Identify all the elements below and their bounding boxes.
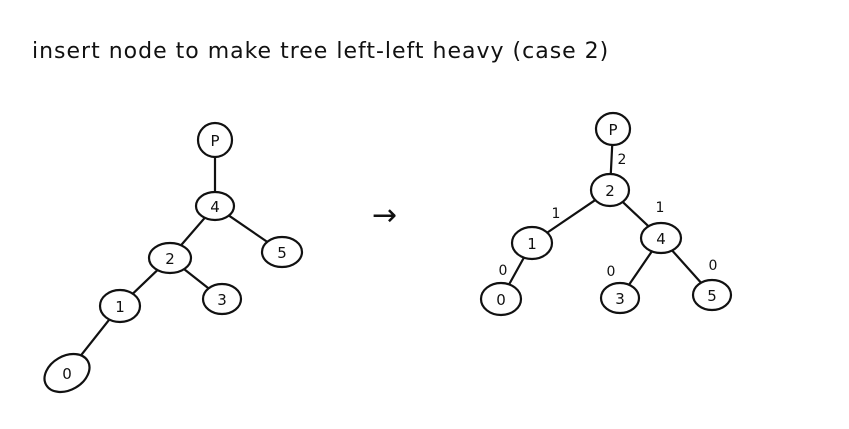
node-circle [194,190,236,222]
edge-label: 0 [499,263,508,279]
tree-node-p: P [594,111,632,147]
node-label: 4 [210,198,220,216]
transform-arrow: → [372,198,397,233]
node-circle [594,111,632,147]
node-label: 2 [165,250,175,268]
node-label: 5 [277,244,287,262]
after-edge-a1-a0 [507,256,526,286]
tree-node-5: 5 [691,278,733,312]
before-edge-b4-b5 [227,214,269,243]
node-label: P [608,121,617,139]
before-edge-b1-b0 [77,318,111,360]
node-label: 1 [115,298,125,316]
tree-node-0: 0 [43,352,91,394]
edge-label: 0 [607,264,616,280]
tree-node-3: 3 [201,282,243,316]
node-label: 3 [615,290,625,308]
node-circle [201,282,243,316]
tree-node-3: 3 [599,281,641,315]
node-label: 5 [707,287,717,305]
node-circle [639,221,683,255]
before-edges [77,155,269,360]
node-label: P [210,132,219,150]
node-circle [260,235,304,269]
node-circle [147,241,193,275]
node-circle [196,121,234,159]
node-circle [43,352,91,394]
before-edge-b2-b3 [182,268,210,290]
after-edge-a2-a1 [546,198,597,234]
after-edge-a4-a5 [671,249,703,284]
tree-node-1: 1 [98,288,142,324]
node-label: 2 [605,182,615,200]
tree-node-2: 2 [147,241,193,275]
node-circle [98,288,142,324]
node-label: 0 [62,365,72,383]
tree-node-5: 5 [260,235,304,269]
node-circle [599,281,641,315]
before-tree: P 4 2 5 1 3 0 [43,121,304,394]
before-edge-b2-b1 [131,268,159,295]
after-edge-aP-a2 [609,143,614,176]
edge-label: 0 [709,258,718,274]
node-label: 4 [656,230,666,248]
after-edge-a4-a3 [627,250,653,286]
edge-label: 1 [552,206,561,222]
tree-node-4: 4 [639,221,683,255]
node-label: 3 [217,291,227,309]
node-circle [691,278,733,312]
tree-node-p: P [196,121,234,159]
edge-label: 1 [656,200,665,216]
tree-node-4: 4 [194,190,236,222]
after-edge-a2-a4 [621,200,650,228]
before-nodes: P 4 2 5 1 3 0 [43,121,304,394]
diagram-title: insert node to make tree left-left heavy… [32,39,609,64]
before-edge-b4-b2 [179,216,206,247]
tree-node-1: 1 [510,225,554,261]
tree-node-2: 2 [589,172,631,208]
node-circle [589,172,631,208]
tree-node-0: 0 [479,281,523,317]
edge-label: 2 [618,152,627,168]
node-label: 1 [527,235,537,253]
node-circle [479,281,523,317]
after-edges [507,143,703,286]
node-label: 0 [496,291,506,309]
node-circle [510,225,554,261]
